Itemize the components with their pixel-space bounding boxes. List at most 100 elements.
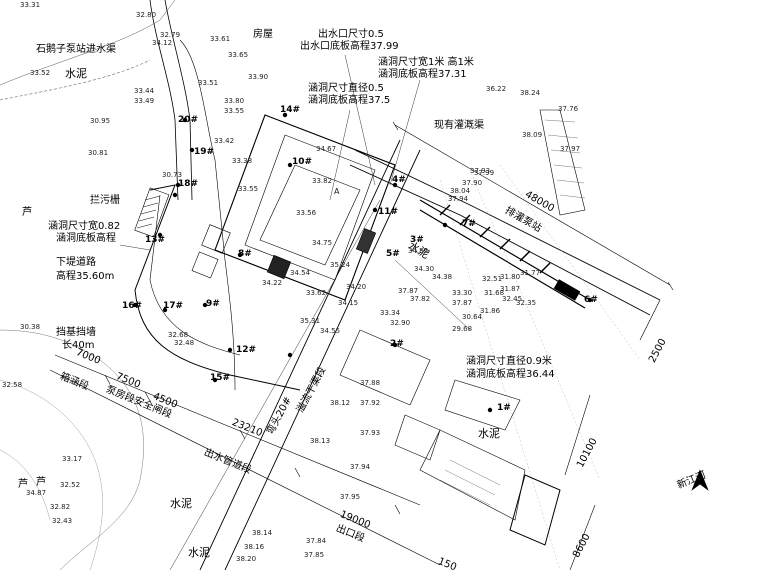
elevation-reading: 34.87 xyxy=(26,489,47,497)
elevation-reading: 37.82 xyxy=(410,295,431,303)
elevation-reading: 34.55 xyxy=(320,327,341,335)
elevation-reading: 33.80 xyxy=(224,97,245,105)
label-retaining-wall: 挡基挡墙 xyxy=(56,327,96,338)
pump-unit xyxy=(266,254,292,280)
pump-house-inner xyxy=(244,134,376,281)
elevation-reading: 33.82 xyxy=(312,177,333,185)
marker-14: 14# xyxy=(280,105,301,115)
inlet-basin xyxy=(134,184,301,391)
leader-line xyxy=(389,79,421,186)
elevation-reading: 34.85 xyxy=(408,247,429,255)
elevation-reading: 32.68 xyxy=(168,331,189,339)
elevation-reading: 37.90 xyxy=(462,179,483,187)
pump-unit xyxy=(201,224,231,254)
elevation-reading: 31.87 xyxy=(500,285,521,293)
elevation-reading: 37.93 xyxy=(360,429,381,437)
dim-tick xyxy=(104,374,401,515)
marker-18: 18# xyxy=(178,179,199,189)
label-road-elev: 高程35.60m xyxy=(56,271,115,282)
label-culvert-box-floor: 涵洞底板高程37.31 xyxy=(378,69,467,80)
pipe-line xyxy=(419,209,586,309)
contour-line xyxy=(0,449,51,521)
elevation-reading: 30.38 xyxy=(20,323,41,331)
label-culvert-w082: 涵洞尺寸宽0.82 xyxy=(48,221,121,232)
elevation-reading: 33.31 xyxy=(20,1,41,9)
elevation-reading: 33.65 xyxy=(228,51,249,59)
trash-rack-hatch xyxy=(136,195,161,229)
label-culvert-box-size: 涵洞尺寸宽1米 高1米 xyxy=(378,57,474,68)
label-old-channel: 石鹅子泵站进水渠 xyxy=(36,44,116,55)
elevation-reading: 38.16 xyxy=(244,543,265,551)
slope-line xyxy=(469,169,601,481)
outlet-chamber xyxy=(394,414,441,461)
label-reed: 芦 xyxy=(22,207,32,218)
elevation-reading: 32.58 xyxy=(2,381,23,389)
marker-13: 13# xyxy=(145,235,166,245)
marker-2: 2# xyxy=(390,339,404,349)
marker-16: 16# xyxy=(122,301,143,311)
label-reed2: 芦 xyxy=(18,479,28,490)
elevation-reading: 33.52 xyxy=(30,69,51,77)
label-cement-5: 水泥 xyxy=(478,427,500,440)
dim-tick xyxy=(392,121,674,291)
elevation-reading: 32.90 xyxy=(390,319,411,327)
elevation-reading: 38.24 xyxy=(520,89,541,97)
contour-line xyxy=(0,0,176,86)
contour-line xyxy=(0,59,151,101)
elevation-reading: 32.45 xyxy=(502,295,523,303)
dim-line-10100 xyxy=(564,394,591,476)
slope-line xyxy=(439,179,561,570)
label-outlet-size: 出水口尺寸0.5 xyxy=(318,29,384,40)
contour-line xyxy=(0,379,103,570)
elevation-reading: 33.51 xyxy=(198,79,219,87)
elevation-reading: 34.75 xyxy=(312,239,333,247)
pump-station-outline xyxy=(539,109,586,216)
elevation-reading: 32.35 xyxy=(516,299,537,307)
elevation-reading: 33.56 xyxy=(296,209,317,217)
outlet-hatch xyxy=(439,459,501,506)
elevation-reading: 33.62 xyxy=(306,289,327,297)
label-cement-1: 水泥 xyxy=(65,67,87,80)
elevation-reading: 36.22 xyxy=(486,85,507,93)
elevation-reading: 31.77 xyxy=(520,269,541,277)
elevation-reading: 32.52 xyxy=(60,481,81,489)
elevation-reading: 32.48 xyxy=(174,339,195,347)
elevation-reading: 33.30 xyxy=(452,289,473,297)
dim-line-main xyxy=(54,354,421,506)
marker-20: 20# xyxy=(178,115,199,125)
elevation-reading: 34.20 xyxy=(346,283,367,291)
outlet-structure xyxy=(444,379,521,431)
elevation-reading: 32.80 xyxy=(136,11,157,19)
elevation-reading: 37.84 xyxy=(306,537,327,545)
elevation-reading: 33.55 xyxy=(238,185,259,193)
elevation-reading: 37.93 xyxy=(470,167,491,175)
slope-line xyxy=(499,164,641,361)
elevation-reading: 33.34 xyxy=(380,309,401,317)
label-outlet-floor: 出水口底板高程37.99 xyxy=(300,41,399,52)
elevation-reading: 32.79 xyxy=(160,31,181,39)
elevation-reading: 33.55 xyxy=(224,107,245,115)
elevation-reading: 38.14 xyxy=(252,529,273,537)
label-existing-channel: 现有灌溉渠 xyxy=(434,120,484,131)
survey-points xyxy=(132,112,593,413)
elevation-reading: 37.87 xyxy=(398,287,419,295)
marker-7: 7# xyxy=(462,219,476,229)
outlet-structure xyxy=(339,329,431,406)
elevation-reading: 37.76 xyxy=(558,105,579,113)
elevation-reading: 31.80 xyxy=(500,273,521,281)
marker-6: 6# xyxy=(584,295,598,305)
elevation-reading: 37.87 xyxy=(452,299,473,307)
elevation-reading: 35.31 xyxy=(300,317,321,325)
elevation-reading: 34.67 xyxy=(316,145,337,153)
label-retaining-len: 长40m xyxy=(62,340,95,351)
elevation-reading: 38.13 xyxy=(310,437,331,445)
elevation-reading: 34.30 xyxy=(414,265,435,273)
contour-line xyxy=(0,329,144,570)
outlet-transition xyxy=(419,429,526,521)
pipe-end-block xyxy=(553,279,581,301)
marker-4: 4# xyxy=(392,175,406,185)
elevation-reading: 30.95 xyxy=(90,117,111,125)
dike-line xyxy=(199,139,401,570)
label-cement-4: 水泥 xyxy=(188,546,210,559)
marker-1: 1# xyxy=(497,403,511,413)
